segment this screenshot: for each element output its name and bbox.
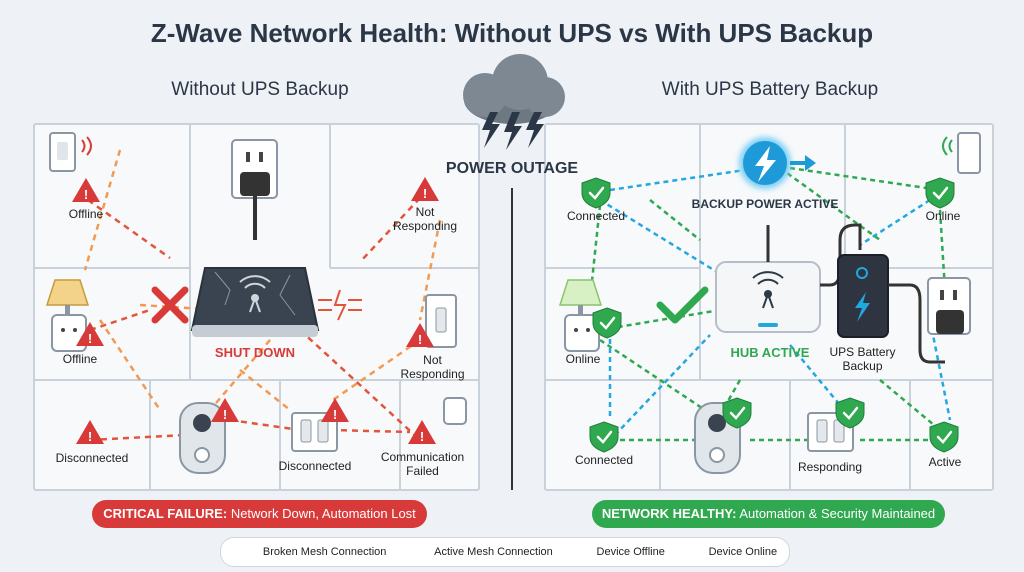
- network-healthy-banner: NETWORK HEALTHY: Automation & Security M…: [592, 500, 945, 528]
- hub-icon-left: [190, 267, 320, 337]
- svg-text:!: !: [84, 187, 88, 202]
- label-motion-right: Active: [928, 455, 962, 469]
- hub-icon-right: [715, 223, 862, 333]
- right-heading: With UPS Battery Backup: [661, 79, 879, 100]
- label-switch-b-left: Disconnected: [278, 459, 352, 473]
- ups-label: UPS Battery Backup: [829, 345, 896, 373]
- light-switch-icon-bottom-left: [291, 412, 338, 452]
- label-lock-left: Disconnected: [55, 451, 129, 465]
- checkmark-icon: [656, 286, 709, 324]
- legend-active: Active Mesh Connection: [434, 546, 553, 558]
- page-title: Z-Wave Network Health: Without UPS vs Wi…: [150, 18, 874, 48]
- label-motion-left: Communication Failed: [380, 450, 465, 478]
- plug-icon-right: [564, 314, 600, 352]
- label-switch-r-left: Not Responding: [400, 353, 465, 381]
- critical-failure-text: Network Down, Automation Lost: [230, 506, 416, 521]
- storm-cloud-icon: [463, 54, 565, 150]
- wall-outlet-icon-left: [231, 139, 278, 240]
- label-sensor-tl-right: Connected: [566, 209, 626, 223]
- legend-online: Device Online: [708, 546, 778, 558]
- svg-text:!: !: [88, 429, 92, 444]
- lightning-power-icon: [739, 137, 816, 189]
- legend-offline: Device Offline: [596, 546, 665, 558]
- door-sensor-icon-left: [49, 132, 92, 172]
- broken-mesh-lines-left: [83, 149, 442, 442]
- svg-text:!: !: [418, 332, 422, 347]
- network-healthy-text: Automation & Security Maintained: [739, 506, 936, 521]
- door-sensor-icon-right: [942, 132, 981, 174]
- critical-failure-banner: CRITICAL FAILURE: Network Down, Automati…: [92, 500, 427, 528]
- hub-status-left: SHUT DOWN: [214, 345, 296, 360]
- plug-icon-left: [51, 314, 87, 352]
- light-switch-icon-right-left: [425, 294, 457, 348]
- backup-power-label: BACKUP POWER ACTIVE: [691, 197, 839, 211]
- network-healthy-bold: NETWORK HEALTHY:: [601, 506, 737, 521]
- wall-outlet-icon-right: [927, 277, 971, 335]
- label-outlet-tr-left: Not Responding: [392, 205, 458, 233]
- legend-broken: Broken Mesh Connection: [262, 546, 387, 558]
- power-outage-label: POWER OUTAGE: [445, 160, 579, 177]
- ups-battery-icon: [837, 254, 945, 364]
- broken-x-icon: [151, 286, 189, 324]
- shield-icons-right: [581, 177, 959, 453]
- broken-link-icon: [318, 289, 362, 321]
- label-switch-b-right: Responding: [797, 460, 863, 474]
- legend: Broken Mesh Connection Active Mesh Conne…: [220, 537, 790, 567]
- hub-status-right: HUB ACTIVE: [730, 345, 810, 360]
- label-lamp-left: Offline: [62, 352, 98, 366]
- svg-text:!: !: [88, 331, 92, 346]
- label-sensor-tr-right: Online: [925, 209, 961, 223]
- critical-failure-bold: CRITICAL FAILURE:: [103, 506, 228, 521]
- svg-text:!: !: [333, 407, 337, 422]
- lamp-icon-right: [558, 279, 603, 315]
- warning-icons-left: [72, 177, 439, 444]
- label-lock-right: Connected: [574, 453, 634, 467]
- label-sensor-tl-left: Offline: [68, 207, 104, 221]
- svg-text:!: !: [420, 429, 424, 444]
- left-heading: Without UPS Backup: [171, 79, 349, 100]
- svg-text:!: !: [423, 186, 427, 201]
- lamp-icon-left: [45, 279, 90, 315]
- label-lamp-right: Online: [565, 352, 601, 366]
- svg-text:!: !: [223, 407, 227, 422]
- motion-sensor-icon-left: [443, 397, 467, 425]
